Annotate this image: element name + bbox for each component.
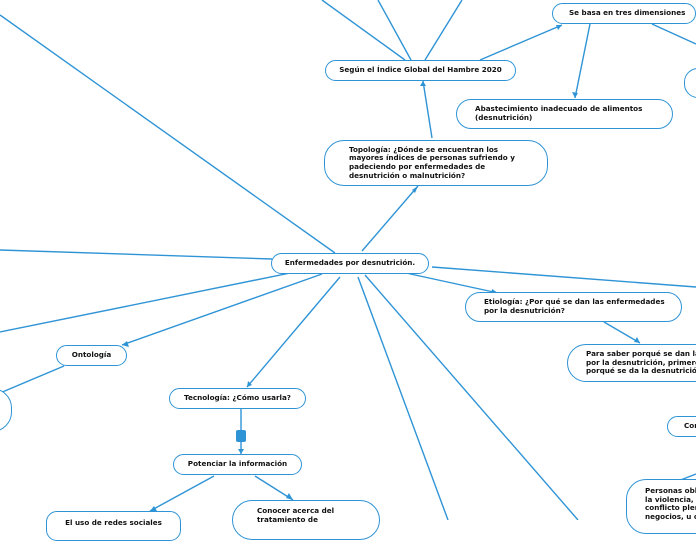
- node-redes[interactable]: El uso de redes sociales: [46, 511, 181, 541]
- link-central-offscreen-bottom-2: [364, 274, 579, 520]
- arrowhead-dimensiones: [556, 25, 562, 30]
- link-ontologia-offscreen: [0, 365, 65, 394]
- node-conocer[interactable]: Conocer acerca del tratamiento de: [232, 500, 380, 540]
- link-potenciar-conocer: [254, 475, 294, 501]
- arrowhead-conocer: [286, 493, 293, 500]
- node-topologia[interactable]: Topología: ¿Dónde se encuentran los mayo…: [324, 140, 548, 186]
- node-personas[interactable]: Personas obli la violencia, conflicto pl…: [626, 479, 696, 534]
- arrowhead-saber: [634, 337, 640, 343]
- node-indice[interactable]: Según el Índice Global del Hambre 2020: [325, 60, 516, 81]
- link-central-offscreen-bottom-1: [357, 276, 449, 520]
- collapse-handle[interactable]: [236, 430, 246, 442]
- node-saber[interactable]: Para saber porqué se dan las por la desn…: [567, 344, 696, 382]
- link-central-offscreen-left: [0, 249, 273, 260]
- link-indice-offscreen-2: [377, 0, 412, 61]
- node-potenciar[interactable]: Potenciar la información: [173, 454, 302, 475]
- node-etiologia[interactable]: Etiología: ¿Por qué se dan las enfermeda…: [465, 292, 682, 322]
- arrowhead-abastecimiento: [572, 92, 578, 98]
- link-central-ontologia: [121, 273, 323, 346]
- link-indice-offscreen-3: [424, 0, 463, 61]
- node-con[interactable]: Con: [667, 416, 696, 437]
- link-indice-offscreen-1: [321, 0, 406, 61]
- link-central-offscreen-right: [431, 266, 696, 288]
- link-topologia-indice: [422, 80, 433, 139]
- link-central-tecnologia: [246, 276, 341, 388]
- connector-lines: [0, 0, 696, 520]
- link-central-topologia: [361, 185, 419, 252]
- link-etiologia-saber: [603, 321, 641, 344]
- node-central[interactable]: Enfermedades por desnutrición.: [271, 253, 429, 274]
- link-central-offscreen-topleft: [0, 14, 336, 254]
- link-dimensiones-offscreen: [651, 23, 696, 45]
- arrowhead-redes: [150, 506, 157, 511]
- node-tecnologia[interactable]: Tecnología: ¿Cómo usarla?: [169, 388, 306, 409]
- link-indice-dimensiones: [479, 24, 563, 61]
- node-dimensiones[interactable]: Se basa en tres dimensiones: [552, 3, 696, 24]
- node-abastecimiento[interactable]: Abastecimiento inadecuado de alimentos (…: [456, 99, 673, 129]
- link-central-offscreen-left-lower: [0, 270, 301, 333]
- arrowhead-potenciar: [238, 449, 244, 454]
- arrowhead-indice: [420, 81, 426, 86]
- node-ontologia[interactable]: Ontología: [56, 345, 127, 366]
- link-central-etiologia: [405, 272, 499, 294]
- arrowhead-tecnologia: [247, 381, 252, 387]
- arrowhead-ontologia: [122, 341, 129, 347]
- link-potenciar-redes: [149, 475, 215, 512]
- arrowhead-topologia: [412, 186, 418, 193]
- link-dimensiones-abastecimiento: [574, 23, 591, 99]
